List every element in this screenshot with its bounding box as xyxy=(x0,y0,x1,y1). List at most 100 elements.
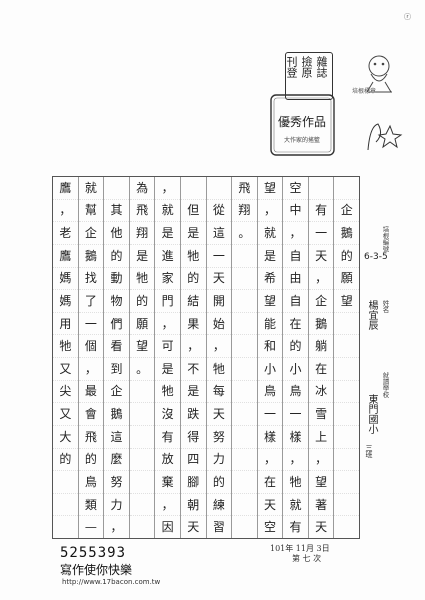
grid-column: 企鵝的願望 xyxy=(333,177,359,538)
grid-cell: 樣 xyxy=(283,426,308,449)
grid-column: 但是牠的結果，不是跌得四腳朝天 xyxy=(179,177,206,538)
grid-cell: 門 xyxy=(155,290,180,313)
grid-cell: 望 xyxy=(257,177,283,200)
grid-cell: 天 xyxy=(308,245,334,268)
grid-column: 飛翔。 xyxy=(231,177,257,538)
grid-cell: 飛 xyxy=(78,426,104,449)
grid-cell: 翔 xyxy=(232,200,257,223)
grid-column: 有一天，企鵝躺在冰雪上，望著天 xyxy=(307,177,334,538)
grid-cell: 的 xyxy=(78,449,104,472)
grid-cell: 類 xyxy=(78,494,104,517)
grid-cell: 一 xyxy=(257,403,283,426)
grid-cell xyxy=(129,494,155,517)
grid-cell: 企 xyxy=(334,200,359,223)
grid-cell: 放 xyxy=(155,449,180,472)
grid-cell: 力 xyxy=(104,494,129,517)
grid-cell: 能 xyxy=(257,313,283,336)
grid-cell: 鵝 xyxy=(334,222,359,245)
grid-cell xyxy=(232,494,257,517)
attempt-number: 第 七 次 xyxy=(292,554,322,563)
grid-cell: 躺 xyxy=(308,335,334,358)
grid-cell: 望 xyxy=(308,471,334,494)
grid-cell xyxy=(334,471,359,494)
grid-cell: 翔 xyxy=(129,222,155,245)
grid-cell: 的 xyxy=(206,471,232,494)
grid-cell: 每 xyxy=(206,381,232,404)
grid-cell: 動 xyxy=(104,268,129,291)
corner-mark: ⓡ xyxy=(404,13,411,21)
website-url: http://www.17bacon.com.tw xyxy=(62,578,161,586)
grid-cell xyxy=(129,449,155,472)
grid-cell: 企 xyxy=(308,290,334,313)
school-label: 就讀學校 xyxy=(381,372,389,398)
grid-cell: 是 xyxy=(155,222,180,245)
grid-cell: ， xyxy=(257,449,283,472)
grid-cell: 小 xyxy=(257,358,283,381)
grid-cell xyxy=(308,177,334,200)
grid-cell: ， xyxy=(180,335,206,358)
grid-cell: 跌 xyxy=(180,403,206,426)
grid-cell xyxy=(180,177,206,200)
grid-cell: 牠 xyxy=(283,471,308,494)
grid-cell: 天 xyxy=(206,268,232,291)
grid-cell: 小 xyxy=(283,358,308,381)
grid-cell: 空 xyxy=(283,177,308,200)
composition-grid: 企鵝的願望有一天，企鵝躺在冰雪上，望著天空中，自由自在的小鳥一樣，牠就有望，就是… xyxy=(52,176,360,539)
grid-cell: ， xyxy=(110,520,123,535)
grid-cell: 自 xyxy=(283,290,308,313)
grid-cell: 希 xyxy=(257,268,283,291)
grid-cell: 家 xyxy=(155,268,180,291)
grid-cell: 鵝 xyxy=(78,245,104,268)
magazine-published-stamp: 雜誌 撿原 刊登 xyxy=(285,52,333,100)
grid-cell: ， xyxy=(206,335,232,358)
grid-cell xyxy=(334,426,359,449)
grid-column: ，就是進家門，可是牠沒有放棄，因 xyxy=(154,177,180,538)
bacon-stamp xyxy=(330,48,410,103)
grid-cell: 天 xyxy=(206,403,232,426)
grid-cell: 空 xyxy=(263,520,276,535)
grid-cell xyxy=(334,494,359,517)
class-label: 培根編號 xyxy=(381,226,389,252)
grid-cell: 中 xyxy=(283,200,308,223)
grid-cell: 他 xyxy=(104,222,129,245)
grid-cell xyxy=(232,245,257,268)
grid-cell: 從 xyxy=(206,200,232,223)
grid-column: 鷹，老鷹媽媽用牠又尖又大的 xyxy=(53,177,78,538)
grid-cell: 就 xyxy=(78,177,104,200)
grid-cell: 的 xyxy=(180,268,206,291)
grid-cell: 個 xyxy=(78,335,104,358)
grid-cell: 願 xyxy=(129,313,155,336)
grid-cell: 雪 xyxy=(308,403,334,426)
grid-cell: ， xyxy=(257,200,283,223)
grid-cell xyxy=(232,381,257,404)
grid-cell: 棄 xyxy=(155,471,180,494)
grid-cell: 是 xyxy=(180,381,206,404)
grid-cell: 一 xyxy=(283,403,308,426)
grid-cell: 媽 xyxy=(53,268,78,291)
grid-cell: 鳥 xyxy=(283,381,308,404)
grid-cell: ， xyxy=(155,177,180,200)
grid-cell xyxy=(129,403,155,426)
grid-cell: 用 xyxy=(53,313,78,336)
grid-cell: 習 xyxy=(212,520,225,535)
grid-cell: 。 xyxy=(232,222,257,245)
grid-cell: 願 xyxy=(334,268,359,291)
grid-cell: 是 xyxy=(257,245,283,268)
excellent-work-badge: 優秀作品 大作家的搖籃 xyxy=(270,94,335,156)
star-doodle-icon xyxy=(367,123,403,151)
grid-cell: 努 xyxy=(206,426,232,449)
grid-cell: 麼 xyxy=(104,449,129,472)
grid-cell: 著 xyxy=(308,494,334,517)
grid-cell xyxy=(232,426,257,449)
grid-cell: 有 xyxy=(308,200,334,223)
grid-cell: 鷹 xyxy=(53,245,78,268)
corner-label: 培根標章 xyxy=(352,88,377,95)
grid-cell xyxy=(206,177,232,200)
grid-cell: 們 xyxy=(104,313,129,336)
grid-cell: 一 xyxy=(308,222,334,245)
grid-cell xyxy=(53,471,78,494)
grid-cell: 企 xyxy=(104,381,129,404)
student-info: 培根編號 6-3-5 姓名 楊宜辰 就讀學校 東門國小 三班 xyxy=(362,226,392,546)
grid-cell xyxy=(334,449,359,472)
grid-cell: ， xyxy=(283,222,308,245)
